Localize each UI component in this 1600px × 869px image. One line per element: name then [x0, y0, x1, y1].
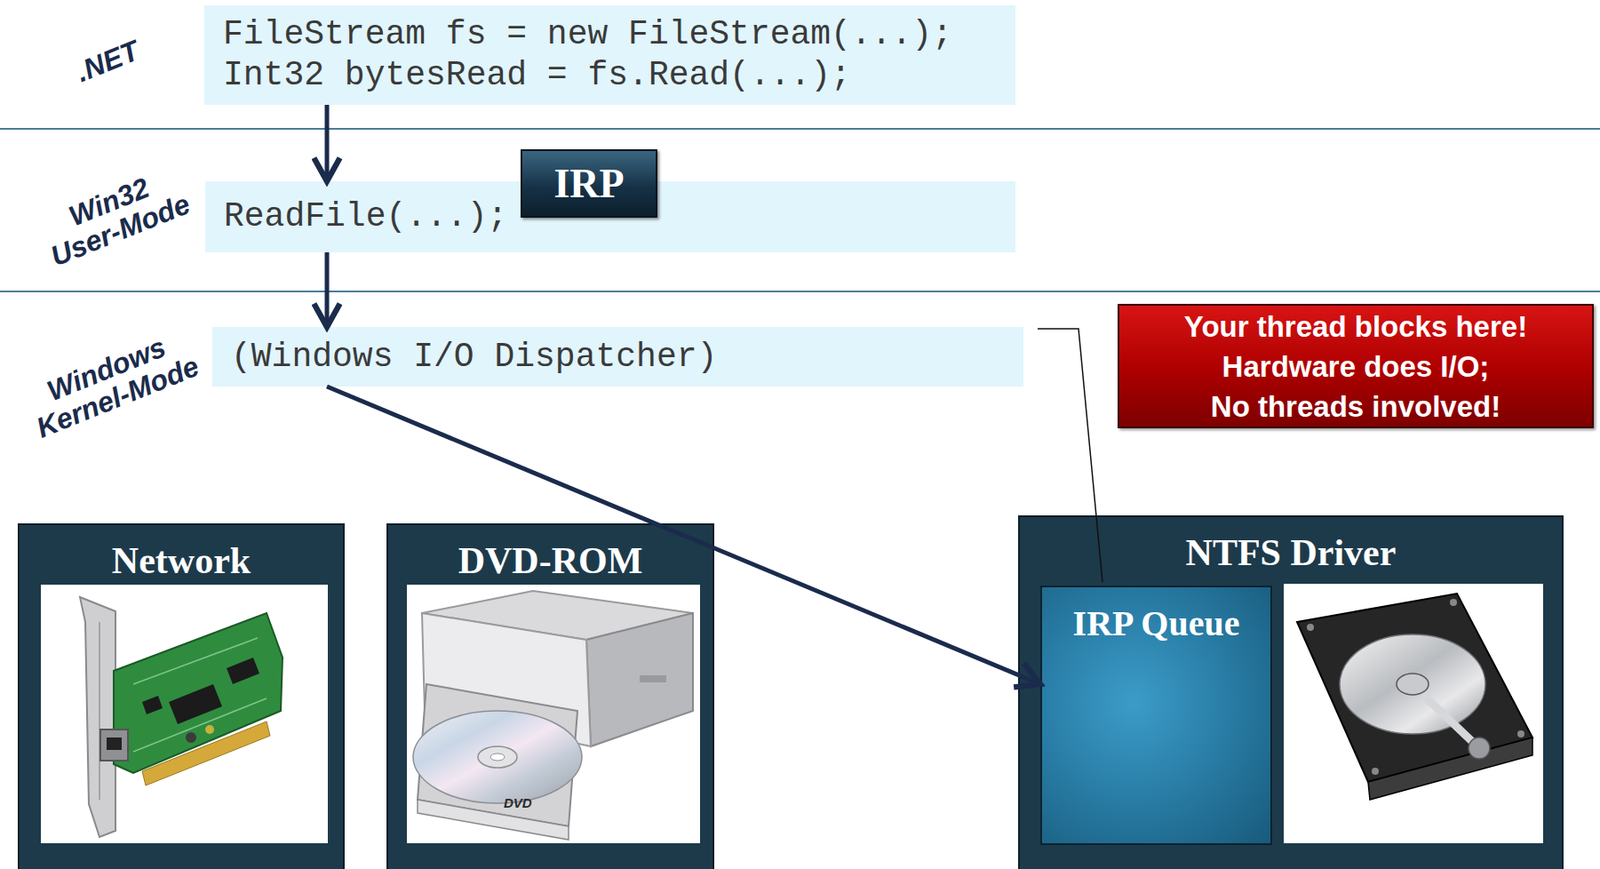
callout-line: Hardware does I/O;: [1222, 346, 1490, 387]
flow-arrow: [325, 252, 330, 327]
irp-queue: IRP Queue: [1040, 585, 1273, 845]
irp-box: IRP: [520, 149, 658, 218]
code-line: FileStream fs = new FileStream(...);: [222, 14, 953, 56]
callout-line: Your thread blocks here!: [1184, 306, 1528, 347]
logo-text: DVD: [503, 796, 533, 811]
callout-box: Your thread blocks here!Hardware does I/…: [1117, 303, 1594, 429]
layer-divider: [0, 290, 1600, 293]
device-panel: Network: [17, 523, 345, 869]
layer-name: Win32 User-Mode: [35, 160, 195, 272]
flow-arrow: [325, 104, 330, 182]
box-title: IRP: [553, 161, 624, 207]
layer-name: Windows Kernel-Mode: [20, 322, 203, 444]
code-box: (Windows I/O Dispatcher): [212, 326, 1024, 387]
callout-line: No threads involved!: [1210, 386, 1501, 427]
layer-divider: [0, 127, 1600, 130]
box-title: Network: [111, 540, 251, 582]
code-line: (Windows I/O Dispatcher): [230, 336, 717, 378]
layer-name: .NET: [71, 35, 144, 88]
box-title: DVD-ROM: [458, 540, 644, 582]
code-line: Int32 bytesRead = fs.Read(...);: [222, 55, 852, 96]
box-title: NTFS Driver: [1186, 532, 1397, 574]
box-title: IRP Queue: [1073, 603, 1241, 645]
driver-panel: NTFS DriverIRP Queue: [1018, 515, 1564, 869]
code-box: FileStream fs = new FileStream(...);Int3…: [204, 5, 1016, 105]
device-panel: DVD-ROM: [386, 523, 715, 869]
code-line: ReadFile(...);: [223, 196, 508, 238]
